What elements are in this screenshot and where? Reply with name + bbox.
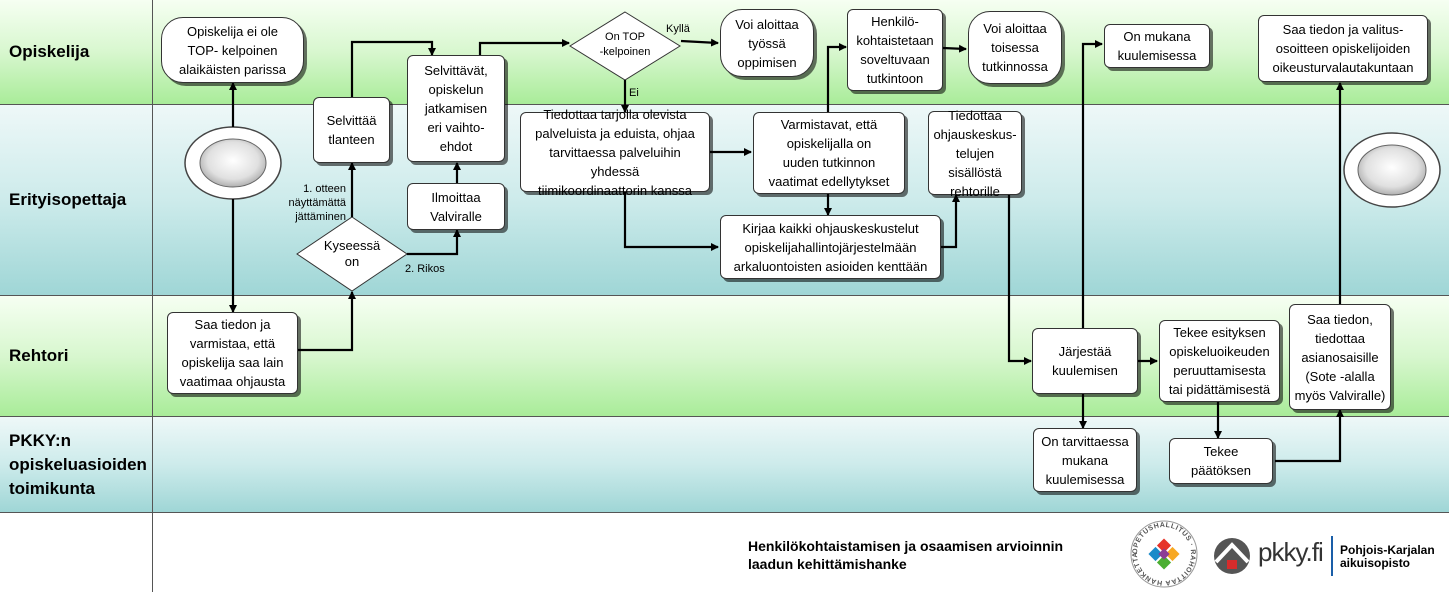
end-node (1343, 132, 1441, 208)
footer-project-title: Henkilökohtaistamisen ja osaamisen arvio… (748, 538, 1064, 572)
edge-jarjestaa-to-onmukana (1081, 40, 1103, 328)
edge-tiedottaaohj-to-jarjestaa (1007, 195, 1032, 365)
node-on-tarvittaessa: On tarvittaessa mukana kuulemisessa (1033, 428, 1137, 492)
node-tiedottaa-ohjaus: Tiedottaa ohjauskeskus- telujen sisällös… (928, 108, 1022, 199)
node-selvittavat: Selvittävät, opiskelun jatkamisen eri va… (407, 55, 505, 162)
edge-saatiedon-to-kyseessa (298, 291, 356, 352)
decision-on-top-label: On TOP -kelpoinen (599, 31, 651, 58)
pkky-roof-icon (1214, 538, 1250, 574)
node-saa-tiedon-varmistaa: Saa tiedon ja varmistaa, että opiskelija… (167, 312, 298, 394)
edge-ontop-to-voialoittaa (680, 38, 719, 47)
node-selvittaa-tilanteen: Selvittää tlanteen (313, 97, 390, 163)
pk-aikuisopisto-logo: Pohjois-Karjalan aikuisopisto (1340, 543, 1435, 570)
node-kirjaa: Kirjaa kaikki ohjauskeskustelut opiskeli… (720, 215, 941, 279)
edge-label-kylla: Kyllä (666, 23, 690, 35)
start-node (184, 126, 282, 200)
node-on-mukana: On mukana kuulemisessa (1104, 24, 1210, 68)
decision-kyseessa-on-label: Kyseessä on (323, 238, 381, 269)
lane-label-rehtori: Rehtori (0, 296, 153, 416)
edge-kyseessa-to-ilmoittaa (407, 229, 461, 256)
node-ilmoittaa-valviralle: Ilmoittaa Valviralle (407, 183, 505, 230)
node-ei-kelpoinen: Opiskelija ei ole TOP- kelpoinen alaikäi… (161, 17, 304, 83)
edge-kirjaa-to-tiedottaaohj (941, 194, 960, 249)
node-saa-tiedon-tiedottaa: Saa tiedon, tiedottaa asianosaisille (So… (1289, 304, 1391, 410)
edge-henkilo-to-toisessa (942, 44, 967, 53)
edge-paatos-to-saatiedontiedottaa (1275, 409, 1344, 463)
opetushallitus-seal-logo: OPETUSHALLITUS · RAHOITTAA HANKETTA (1130, 520, 1198, 588)
node-saa-tiedon-valitus: Saa tiedon ja valitus- osoitteen opiskel… (1258, 15, 1428, 82)
edge-selvittavat-to-ontop (478, 39, 570, 55)
edge-label-otteen: 1. otteen näyttämättä jättäminen (288, 183, 346, 223)
lane-toimikunta: PKKY:n opiskeluasioiden toimikunta (0, 417, 1449, 513)
edge-label-rikos: 2. Rikos (405, 263, 445, 275)
node-henkilokohtaistetaan: Henkilö- kohtaistetaan soveltuvaan tutki… (847, 9, 943, 91)
node-voi-aloittaa-tyossa: Voi aloittaa työssä oppimisen (720, 9, 814, 77)
node-tiedottaa-palveluista: Tiedottaa tarjolla olevista palveluista … (520, 107, 710, 198)
node-voi-aloittaa-toisessa: Voi aloittaa toisessa tutkinnossa (968, 11, 1062, 84)
node-jarjestaa: Järjestää kuulemisen (1032, 328, 1138, 394)
lane-label-opiskelija: Opiskelija (0, 0, 153, 104)
edge-varmistavat-to-henkilo (826, 43, 847, 112)
footer-label-cell (0, 513, 153, 592)
edge-selvittaa-to-selvittavat (350, 40, 436, 97)
pkky-logo-text: pkky.fi (1258, 537, 1324, 567)
logo-divider (1331, 536, 1333, 576)
node-tekee-esityksen: Tekee esityksen opiskeluoikeuden peruutt… (1159, 320, 1280, 402)
lane-label-toimikunta: PKKY:n opiskeluasioiden toimikunta (0, 417, 153, 512)
node-varmistavat: Varmistavat, että opiskelijalla on uuden… (753, 112, 905, 194)
node-tekee-paatoksen: Tekee päätöksen (1169, 438, 1273, 484)
lane-label-erityisopettaja: Erityisopettaja (0, 105, 153, 295)
edge-label-ei: Ei (629, 87, 639, 99)
edge-tiedottaa-to-kirjaa (623, 191, 719, 251)
